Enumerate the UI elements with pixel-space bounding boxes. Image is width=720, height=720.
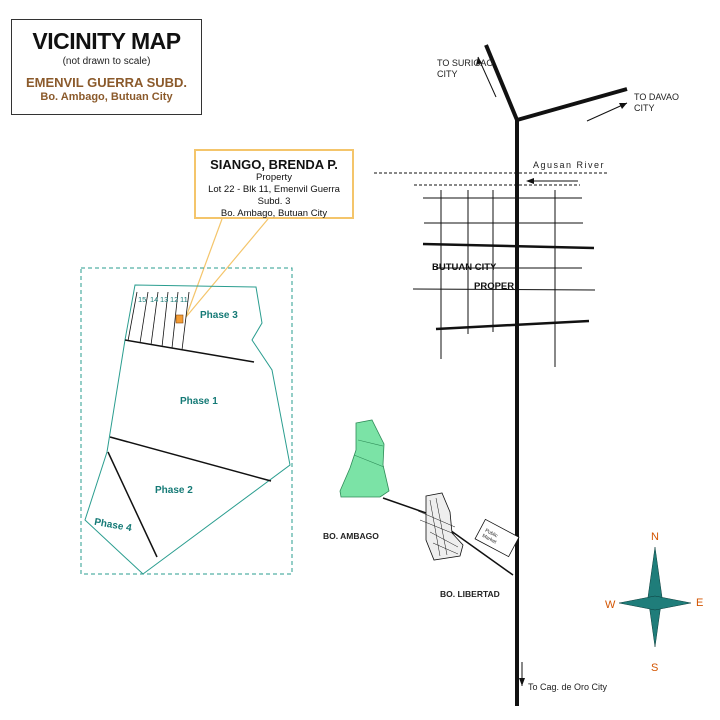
lot-number: 12 [170, 295, 179, 304]
subdivision-boundary [84, 284, 291, 575]
lot-number: 11 [180, 295, 188, 304]
compass-north: N [651, 531, 659, 543]
phase-3-label: Phase 3 [200, 310, 238, 321]
callout-leader-right [185, 218, 269, 318]
ambago-label: BO. AMBAGO [323, 531, 379, 541]
owner-name: SIANGO, BRENDA P. [210, 157, 338, 172]
phase-divider-3 [107, 451, 158, 558]
lot-number: 15 [138, 295, 147, 304]
property-callout: SIANGO, BRENDA P. Property Lot 22 - Blk … [194, 149, 354, 219]
phase-1-label: Phase 1 [180, 396, 218, 407]
surigao-arrow [477, 56, 497, 98]
map-title: VICINITY MAP [32, 28, 181, 54]
lot-description: Lot 22 - Blk 11, Emenvil Guerra Subd. 3 [208, 184, 340, 207]
property-marker [175, 314, 184, 324]
phase-divider-1 [124, 339, 255, 363]
subdivision-frame [80, 267, 293, 575]
ambago-green-area [339, 419, 390, 498]
lot-number: 13 [160, 295, 169, 304]
river-label: Agusan River [533, 160, 606, 170]
compass-rose [618, 546, 692, 648]
property-address: Bo. Ambago, Butuan City [220, 208, 328, 219]
city-label-proper: PROPER [474, 281, 515, 292]
lot-number: 14 [150, 295, 159, 304]
road-to-surigao [484, 44, 519, 121]
property-label: Property [256, 172, 292, 183]
road-to-davao [516, 87, 628, 122]
surigao-label: TO SURIGAO CITY [437, 58, 494, 79]
compass-east: E [696, 597, 704, 609]
lot-lines [127, 291, 190, 351]
compass-west: W [605, 599, 616, 611]
libertad-label: BO. LIBERTAD [440, 589, 500, 599]
davao-arrow [586, 102, 628, 122]
compass-south: S [651, 662, 659, 674]
scale-note: (not drawn to scale) [62, 56, 151, 67]
phase-2-label: Phase 2 [155, 485, 193, 496]
city-grid [412, 190, 596, 367]
cagayan-label: To Cag. de Oro City [528, 682, 608, 692]
davao-label: TO DAVAO CITY [634, 92, 680, 113]
side-road [382, 497, 427, 514]
phase-divider-2 [109, 436, 272, 482]
subdivision-name: EMENVIL GUERRA SUBD. [25, 75, 188, 90]
public-market [474, 518, 520, 558]
title-box: VICINITY MAP (not drawn to scale) EMENVI… [11, 19, 202, 115]
libertad-subdivision [425, 492, 464, 561]
subdivision-location: Bo. Ambago, Butuan City [40, 91, 173, 103]
city-label: BUTUAN CITY [432, 262, 497, 273]
